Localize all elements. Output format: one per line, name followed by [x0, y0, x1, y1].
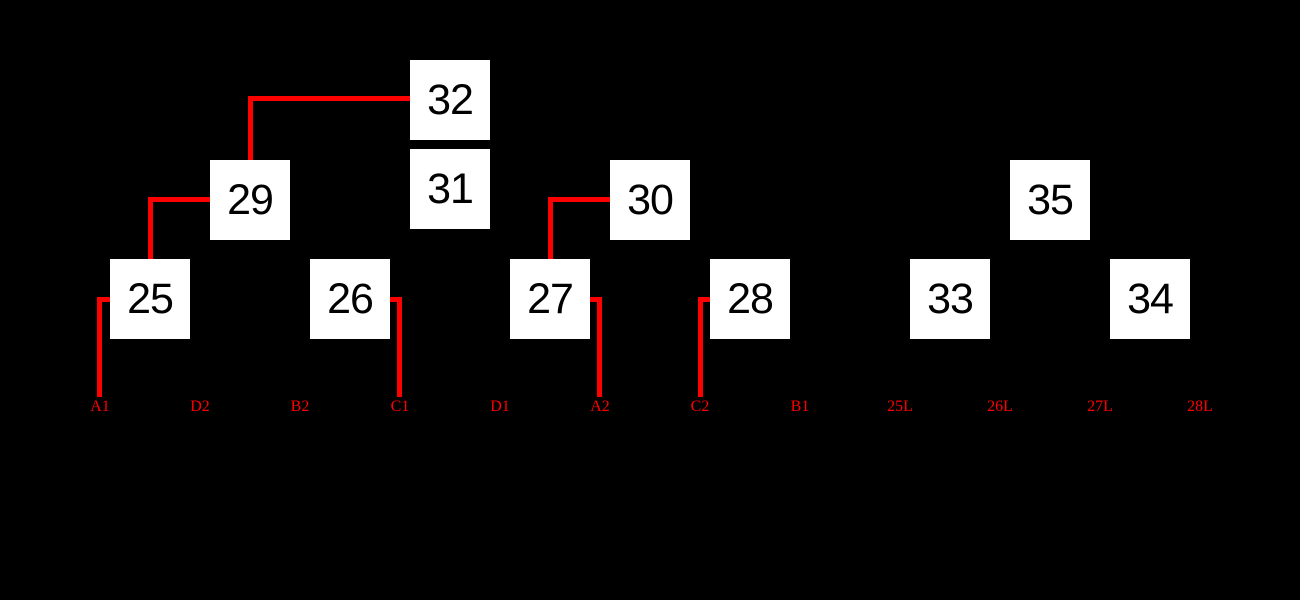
match-box-30: 30	[610, 160, 690, 240]
wire-slot-c2-to-28-v	[698, 297, 703, 397]
wire-slot-a1-to-25-v	[97, 297, 102, 397]
match-number-25: 25	[127, 274, 174, 323]
wire-slot-c1-to-26-h	[390, 297, 402, 302]
wire-29-to-32-v	[248, 96, 253, 160]
slot-label-26l: 26L	[987, 398, 1013, 415]
slot-label-27l: 27L	[1087, 398, 1113, 415]
wire-29-to-32-h	[248, 96, 410, 101]
match-box-32: 32	[410, 60, 490, 140]
match-number-30: 30	[627, 175, 674, 224]
slot-label-a1: A1	[90, 398, 110, 415]
match-box-26: 26	[310, 259, 390, 339]
wire-slot-c2-to-28-h	[698, 297, 710, 302]
match-number-35: 35	[1027, 175, 1074, 224]
slot-label-c2: C2	[690, 398, 710, 415]
wire-27-to-30-v	[548, 197, 553, 259]
match-number-32: 32	[427, 75, 474, 124]
match-box-29: 29	[210, 160, 290, 240]
slot-label-b2: B2	[290, 398, 310, 415]
match-box-31: 31	[410, 149, 490, 229]
slot-label-d2: D2	[190, 398, 210, 415]
slot-label-c1: C1	[390, 398, 410, 415]
wire-27-to-30-h	[548, 197, 610, 202]
wire-slot-a2-to-27-v	[597, 297, 602, 397]
match-box-25: 25	[110, 259, 190, 339]
slot-label-a2: A2	[590, 398, 610, 415]
match-number-33: 33	[927, 274, 974, 323]
match-box-27: 27	[510, 259, 590, 339]
match-number-29: 29	[227, 175, 274, 224]
slot-label-25l: 25L	[887, 398, 913, 415]
match-number-31: 31	[427, 164, 474, 213]
match-box-28: 28	[710, 259, 790, 339]
slot-label-28l: 28L	[1187, 398, 1213, 415]
wire-25-to-29-h	[148, 197, 210, 202]
wire-slot-a1-to-25-h	[97, 297, 110, 302]
wire-slot-c1-to-26-v	[397, 297, 402, 397]
match-number-27: 27	[527, 274, 574, 323]
wire-25-to-29-v	[148, 197, 153, 259]
slot-label-b1: B1	[790, 398, 810, 415]
wire-slot-a2-to-27-h	[590, 297, 602, 302]
match-box-35: 35	[1010, 160, 1090, 240]
slot-label-d1: D1	[490, 398, 510, 415]
match-box-33: 33	[910, 259, 990, 339]
match-number-26: 26	[327, 274, 374, 323]
match-box-34: 34	[1110, 259, 1190, 339]
match-number-28: 28	[727, 274, 774, 323]
match-number-34: 34	[1127, 274, 1174, 323]
